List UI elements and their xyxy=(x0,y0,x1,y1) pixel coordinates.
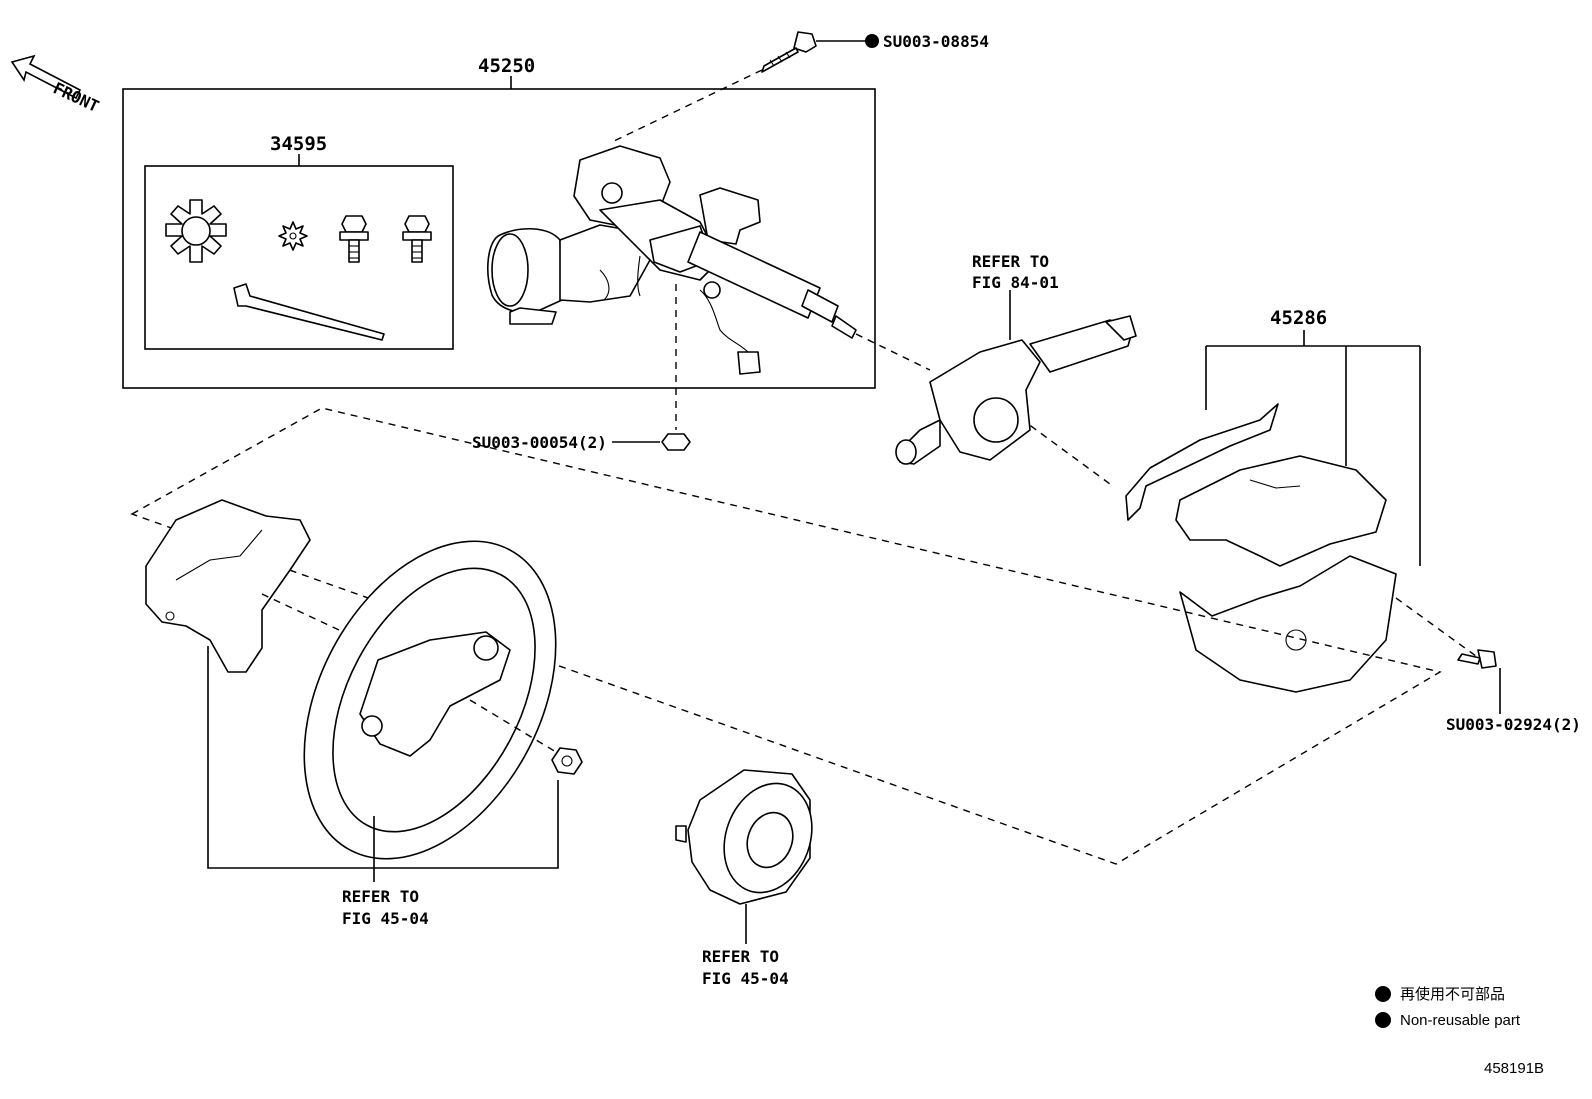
ref-45-04-wheel-line2: FIG 45-04 xyxy=(342,909,429,928)
ref-84-01-line1: REFER TO xyxy=(972,252,1049,271)
nut-part-label: SU003-00054(2) xyxy=(472,433,607,452)
column-cover-illustration xyxy=(1125,403,1397,693)
column-assy-box xyxy=(122,88,876,389)
steering-nut-icon xyxy=(551,747,583,775)
screw-su003-02924 xyxy=(1457,649,1497,669)
legend-english: Non-reusable part xyxy=(1400,1012,1521,1029)
horn-pad-illustration xyxy=(675,769,813,905)
front-arrow-icon xyxy=(10,54,82,100)
part-45250-label: 45250 xyxy=(478,55,535,77)
legend-dot-icon xyxy=(1375,1012,1391,1028)
screw-part-label: SU003-02924(2) xyxy=(1446,715,1581,734)
steering-cover-back-illustration xyxy=(145,499,311,673)
legend-japanese: 再使用不可部品 xyxy=(1400,986,1505,1003)
steering-wheel-illustration xyxy=(303,540,557,860)
ref-45-04-wheel-line1: REFER TO xyxy=(342,887,419,906)
ref-45-04-pad-line1: REFER TO xyxy=(702,947,779,966)
non-reusable-dot-icon xyxy=(865,34,879,48)
figure-code: 458191B xyxy=(1484,1060,1544,1077)
bolt-su003-08854 xyxy=(761,31,817,73)
nut-icon xyxy=(661,433,691,451)
cover-group-outline xyxy=(130,407,1442,865)
lock-set-parts xyxy=(165,199,432,341)
steering-column-illustration xyxy=(487,145,857,375)
ref-84-01-line2: FIG 84-01 xyxy=(972,273,1059,292)
bolt-part-label: SU003-08854 xyxy=(883,32,989,51)
ref-45-04-pad-line2: FIG 45-04 xyxy=(702,969,789,988)
part-34595-label: 34595 xyxy=(270,133,327,155)
legend-dot-icon xyxy=(1375,986,1391,1002)
part-45286-label: 45286 xyxy=(1270,307,1327,329)
front-label: FRONT xyxy=(50,78,102,116)
combination-switch-illustration xyxy=(895,290,1137,465)
